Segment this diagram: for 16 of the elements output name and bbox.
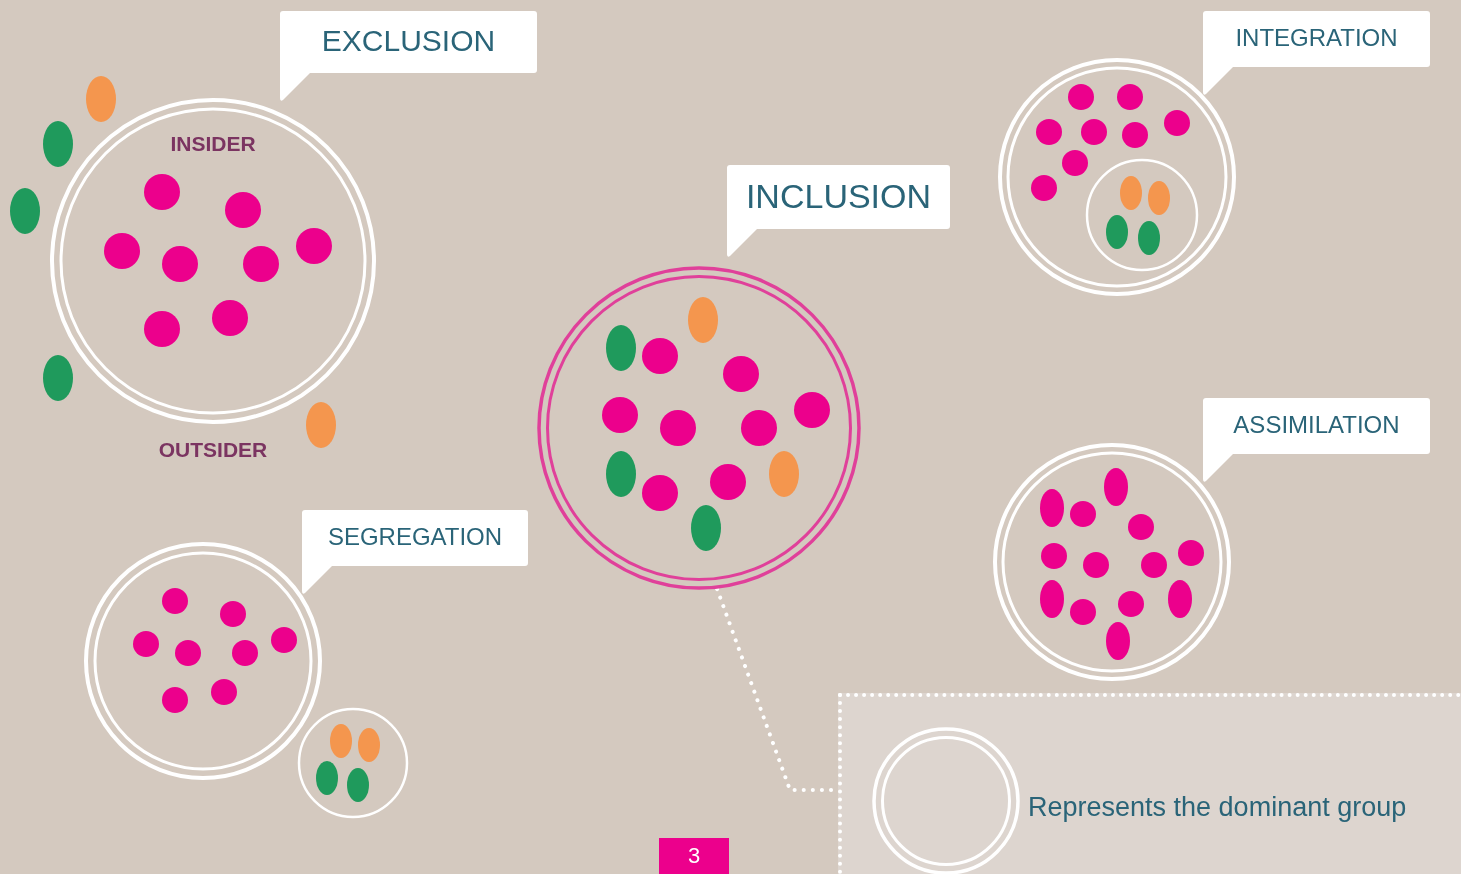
title-text: ASSIMILATION — [1232, 411, 1401, 440]
title-text: EXCLUSION — [320, 23, 497, 60]
legend-text: Represents the dominant group — [1028, 792, 1407, 823]
speech-bubble — [1203, 11, 1430, 96]
legend-panel — [838, 693, 1461, 874]
page-number: 3 — [659, 838, 729, 874]
double-ring-circle — [537, 266, 861, 590]
title-text: INCLUSION — [744, 175, 933, 217]
group-label: OUTSIDER — [158, 438, 268, 462]
speech-bubble — [302, 510, 528, 595]
title-text: INTEGRATION — [1234, 24, 1399, 53]
title-text: SEGREGATION — [326, 523, 504, 552]
group-label: INSIDER — [170, 132, 256, 156]
speech-bubble — [280, 11, 537, 102]
speech-bubble — [1203, 398, 1430, 483]
speech-bubble — [727, 165, 950, 258]
